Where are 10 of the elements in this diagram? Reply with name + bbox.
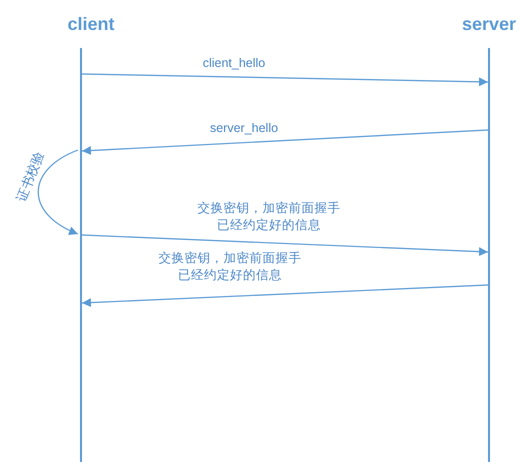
participant-heading: server bbox=[462, 15, 516, 33]
message-arrow bbox=[82, 284, 488, 308]
lifeline bbox=[488, 48, 490, 462]
message-arrow bbox=[82, 129, 488, 156]
edge-label: 证书校验 bbox=[14, 150, 46, 204]
lifeline bbox=[80, 48, 82, 462]
message-arrow bbox=[82, 73, 488, 86]
participant-heading: client bbox=[68, 15, 114, 33]
curved-arrow bbox=[38, 149, 78, 235]
message-arrow bbox=[82, 234, 488, 256]
